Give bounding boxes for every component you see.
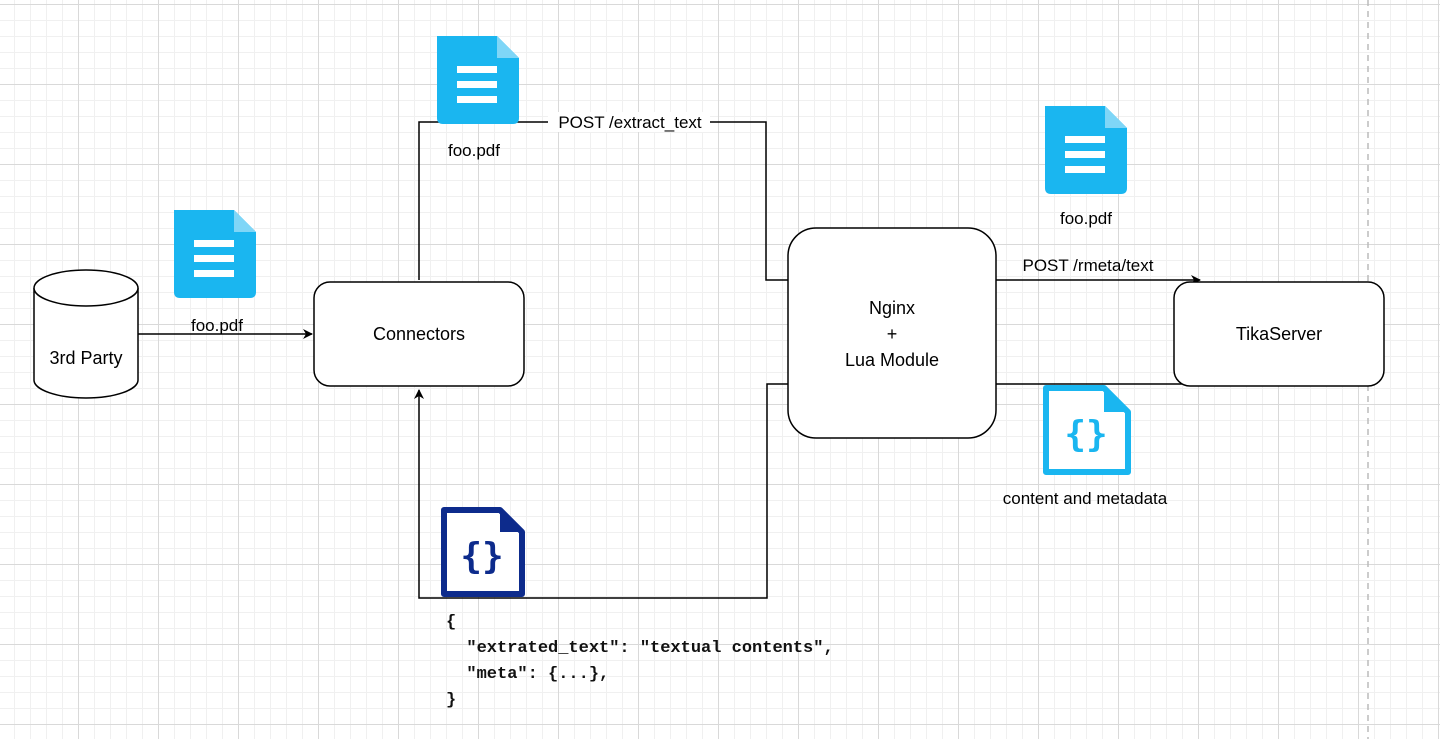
node-connectors-label: Connectors [373, 324, 465, 344]
node-third-party-label: 3rd Party [49, 348, 122, 368]
node-tika-server[interactable]: TikaServer [1173, 281, 1385, 387]
document-icon [437, 36, 519, 124]
response-json-code: { "extrated_text": "textual contents", "… [446, 610, 834, 714]
json-file-icon: {} [441, 507, 525, 597]
json-file-icon: {} [1043, 385, 1131, 475]
edge-connectors-to-nginx [418, 121, 788, 281]
edge-label-tika-file: foo.pdf [1060, 209, 1112, 228]
code-line: { [446, 613, 457, 632]
node-nginx-label-1: Nginx [869, 298, 915, 318]
node-connectors[interactable]: Connectors [313, 281, 525, 387]
edge-label-content-metadata: content and metadata [1003, 489, 1168, 508]
edge-label-rmeta-text: POST /rmeta/text [1022, 256, 1153, 275]
code-line: "meta": {...}, [446, 665, 610, 684]
node-nginx[interactable]: Nginx + Lua Module [787, 227, 997, 439]
svg-text:{}: {} [1064, 414, 1107, 455]
code-line: } [446, 691, 457, 710]
node-nginx-label-2: + [887, 324, 898, 344]
edge-label-connectors-file: foo.pdf [448, 141, 500, 160]
code-line: "extrated_text": "textual contents", [446, 639, 834, 658]
document-icon [174, 210, 256, 298]
edge-label-third-party-file: foo.pdf [191, 316, 243, 335]
node-third-party[interactable]: 3rd Party [33, 269, 139, 399]
node-tika-server-label: TikaServer [1236, 324, 1322, 344]
node-nginx-label-3: Lua Module [845, 350, 939, 370]
edge-label-extract-text: POST /extract_text [558, 113, 702, 132]
document-icon [1045, 106, 1127, 194]
edge-nginx-to-connectors [414, 383, 788, 599]
svg-text:{}: {} [460, 536, 503, 577]
